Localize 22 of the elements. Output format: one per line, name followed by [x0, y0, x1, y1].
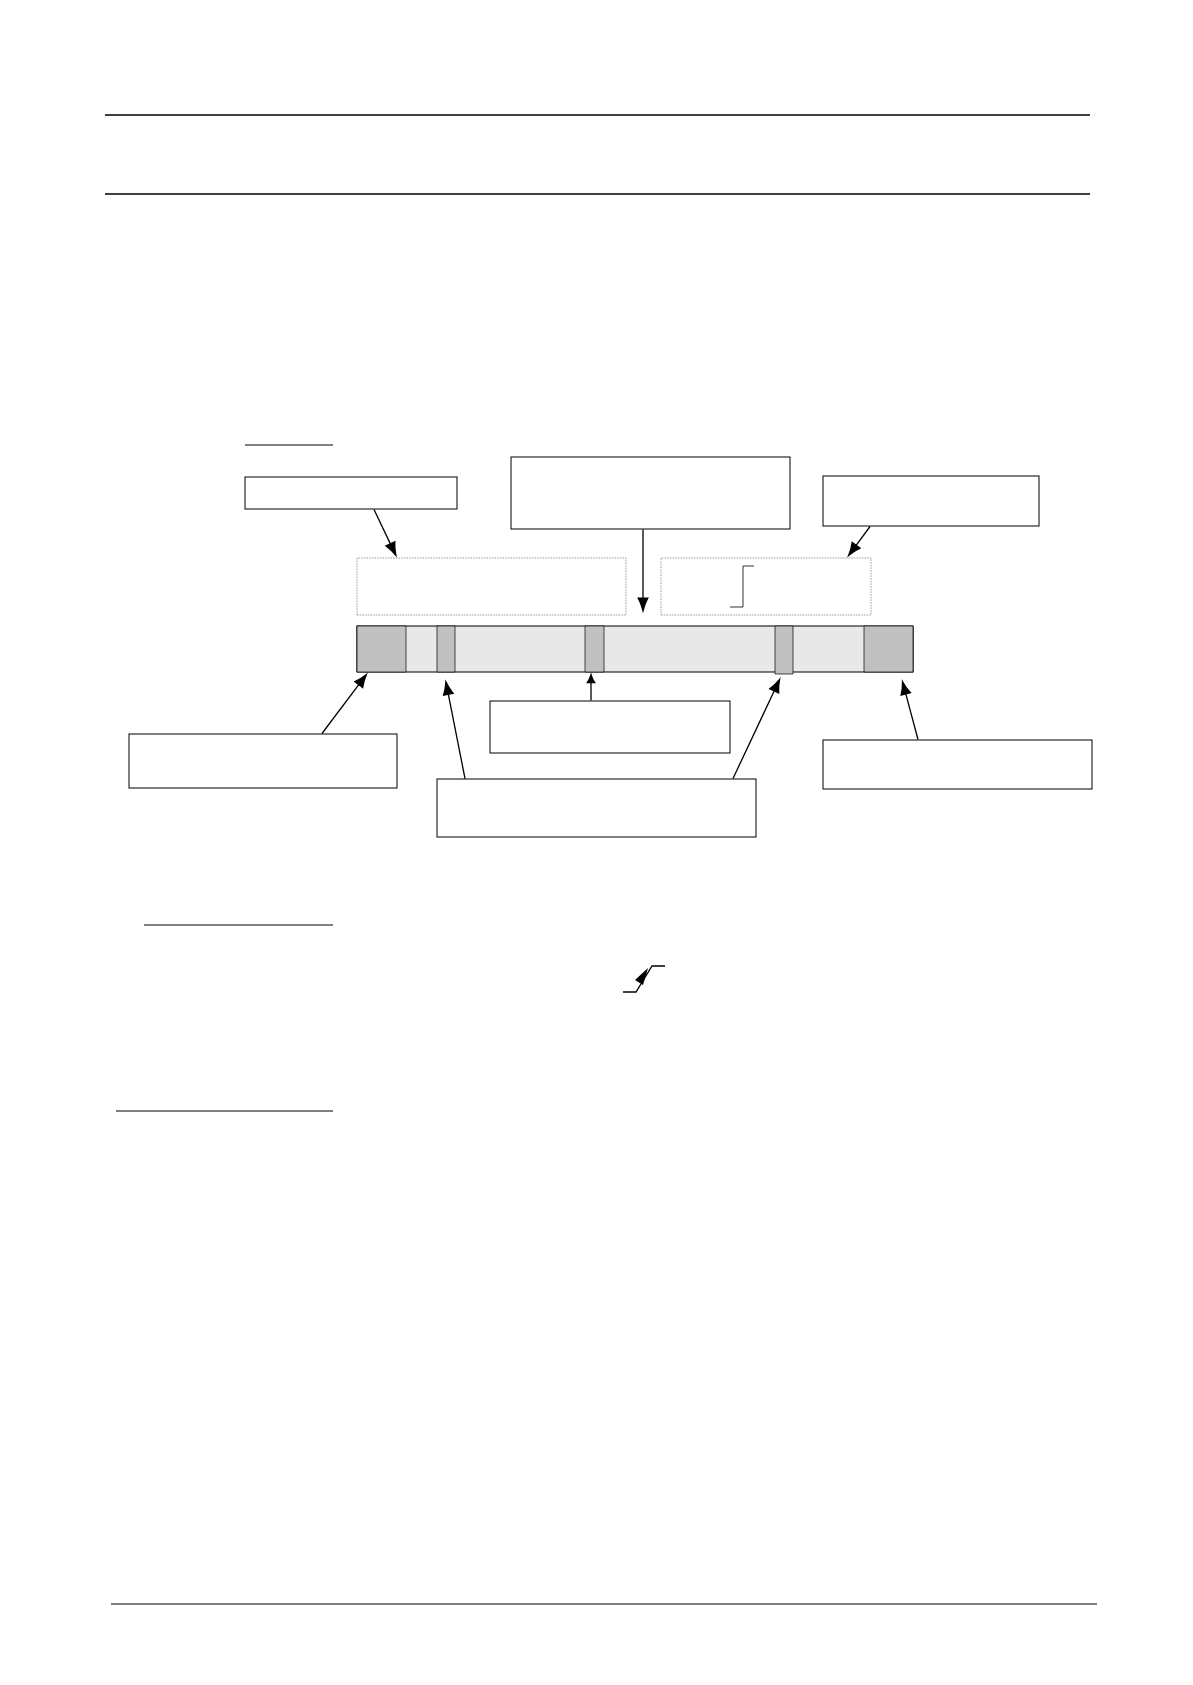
- arrow: [442, 681, 466, 780]
- arrow: [900, 681, 919, 741]
- arrow: [373, 508, 397, 556]
- bar-segment: [436, 625, 456, 673]
- bar-segment: [584, 625, 605, 673]
- bar-segment: [356, 625, 407, 673]
- label-box: [510, 456, 791, 530]
- label-box: [436, 778, 757, 838]
- label-box: [244, 476, 458, 510]
- dotted-box: [660, 557, 872, 616]
- arrow: [732, 678, 781, 780]
- bar-segment: [774, 625, 794, 675]
- label-box: [489, 700, 731, 754]
- bar-segment: [863, 625, 914, 673]
- arrow: [586, 673, 596, 702]
- dotted-box: [356, 557, 627, 616]
- arrow: [321, 673, 368, 735]
- label-box: [128, 733, 398, 789]
- arrow: [847, 525, 871, 557]
- label-box: [822, 739, 1093, 790]
- arrow: [637, 528, 649, 612]
- label-box: [822, 475, 1040, 527]
